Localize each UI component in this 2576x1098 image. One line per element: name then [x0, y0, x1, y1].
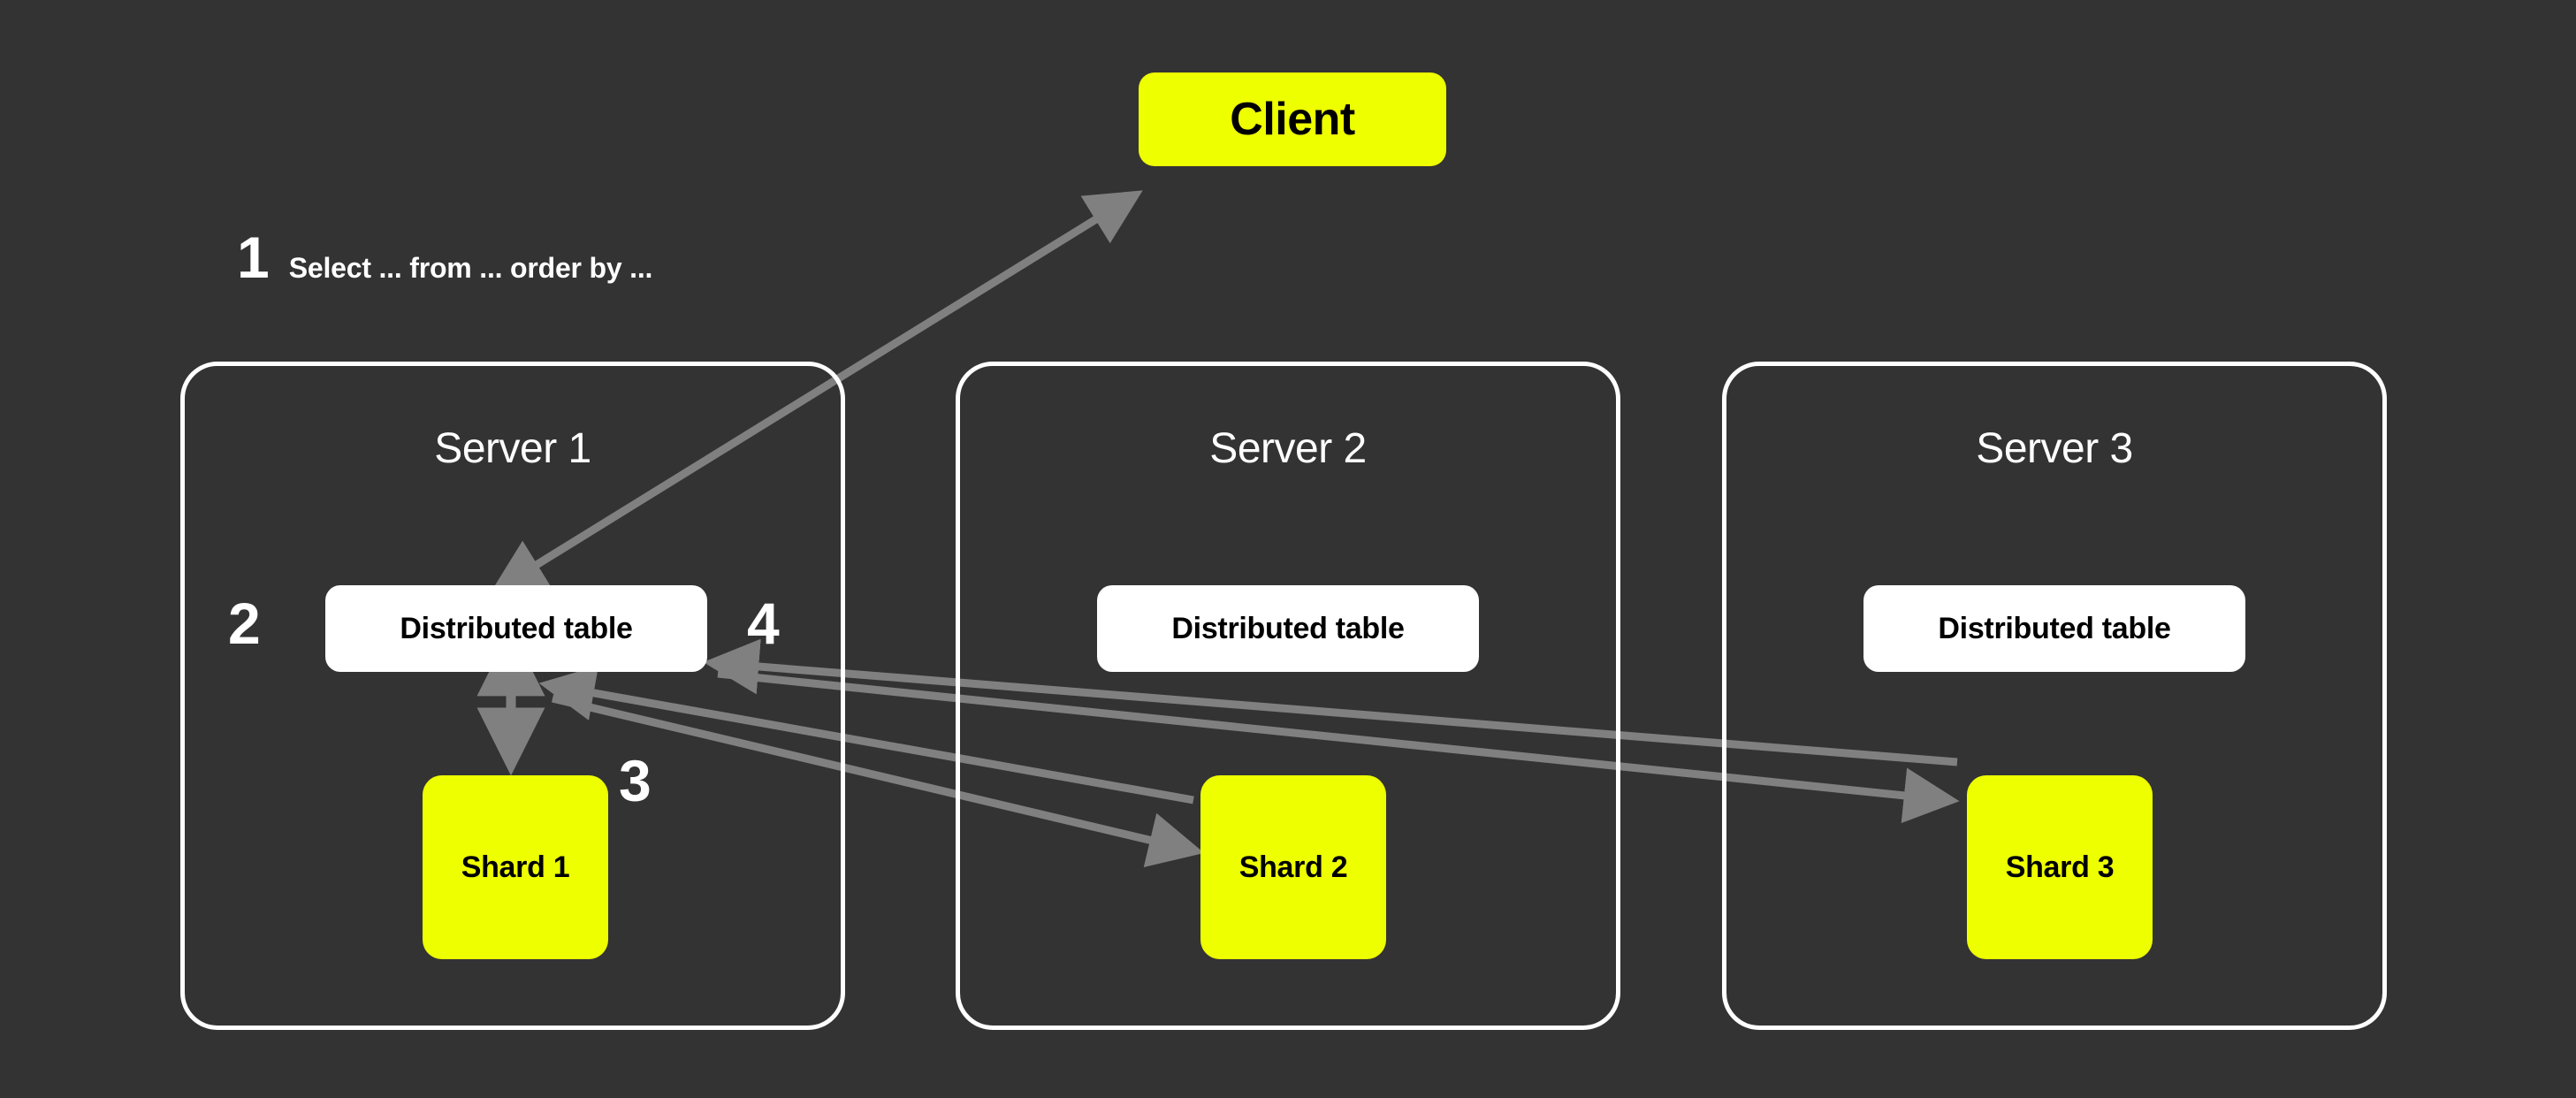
server-3-title: Server 3 [1976, 425, 2133, 472]
server-2-distributed-table-label: Distributed table [1171, 612, 1405, 645]
step-1-query-text: Select ... from ... order by ... [288, 252, 653, 284]
step-1-caption: 1 Select ... from ... order by ... [237, 228, 652, 286]
step-2-number: 2 [228, 591, 261, 656]
server-1-shard-label: Shard 1 [461, 850, 570, 884]
server-1-distributed-table-label: Distributed table [400, 612, 633, 645]
server-panel-1: Server 1 Distributed table Shard 1 [180, 362, 845, 1030]
step-1-number: 1 [237, 225, 270, 290]
server-2-title: Server 2 [1209, 425, 1367, 472]
server-panel-2: Server 2 Distributed table Shard 2 [956, 362, 1620, 1030]
server-panel-3: Server 3 Distributed table Shard 3 [1722, 362, 2387, 1030]
server-1-shard[interactable]: Shard 1 [423, 775, 608, 959]
server-3-shard[interactable]: Shard 3 [1967, 775, 2153, 959]
client-node[interactable]: Client [1139, 72, 1446, 166]
server-1-title: Server 1 [434, 425, 591, 472]
client-label: Client [1230, 94, 1355, 145]
server-3-distributed-table-label: Distributed table [1938, 612, 2171, 645]
server-3-distributed-table[interactable]: Distributed table [1863, 585, 2245, 672]
server-2-shard[interactable]: Shard 2 [1200, 775, 1386, 959]
server-2-shard-label: Shard 2 [1238, 850, 1348, 884]
server-2-distributed-table[interactable]: Distributed table [1097, 585, 1479, 672]
step-4-number: 4 [747, 591, 780, 656]
server-3-shard-label: Shard 3 [2005, 850, 2115, 884]
step-3-number: 3 [619, 748, 652, 813]
server-1-distributed-table[interactable]: Distributed table [325, 585, 707, 672]
